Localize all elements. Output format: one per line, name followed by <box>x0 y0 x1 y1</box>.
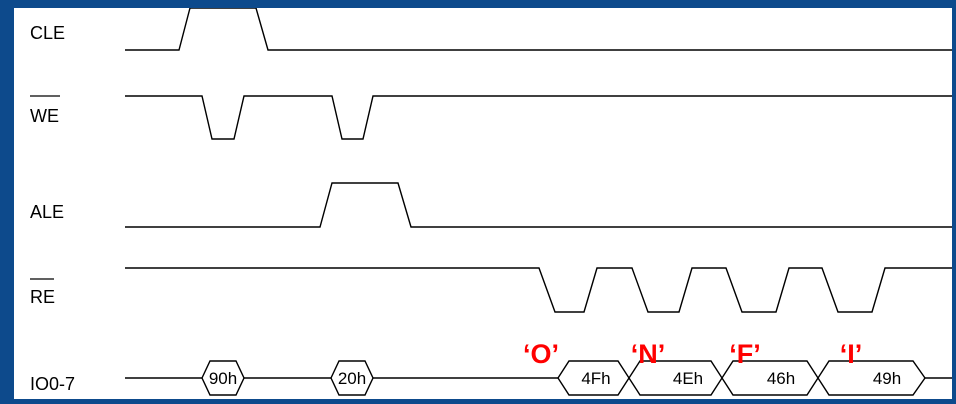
bus-value-4eh: 4Eh <box>673 369 703 388</box>
signal-label-re: RE <box>30 287 55 307</box>
bus-value-4fh: 4Fh <box>581 369 610 388</box>
io-data-bus-lower <box>557 376 926 396</box>
svg-text:20h: 20h <box>338 369 366 388</box>
timing-diagram: CLE WE ALE RE IO0-7 <box>30 7 952 396</box>
re-waveform <box>125 267 952 313</box>
ascii-annotation-n: ‘N’ <box>631 339 666 369</box>
signal-label-ale: ALE <box>30 202 64 222</box>
bus-value-46h: 46h <box>767 369 795 388</box>
signal-label-cle: CLE <box>30 23 65 43</box>
signal-label-we: WE <box>30 106 59 126</box>
svg-text:90h: 90h <box>209 369 237 388</box>
bus-value-20h: 20h <box>330 360 374 396</box>
ascii-annotation-o: ‘O’ <box>523 339 559 369</box>
signal-label-io: IO0-7 <box>30 374 75 394</box>
we-waveform <box>125 95 952 140</box>
bus-value-49h: 49h <box>873 369 901 388</box>
ale-waveform <box>125 182 952 228</box>
timing-diagram-panel: CLE WE ALE RE IO0-7 <box>14 7 952 399</box>
cle-waveform <box>125 7 952 51</box>
ascii-annotation-i: ‘I’ <box>840 339 863 369</box>
bus-value-90h: 90h <box>201 360 245 396</box>
ascii-annotation-f: ‘F’ <box>729 339 761 369</box>
